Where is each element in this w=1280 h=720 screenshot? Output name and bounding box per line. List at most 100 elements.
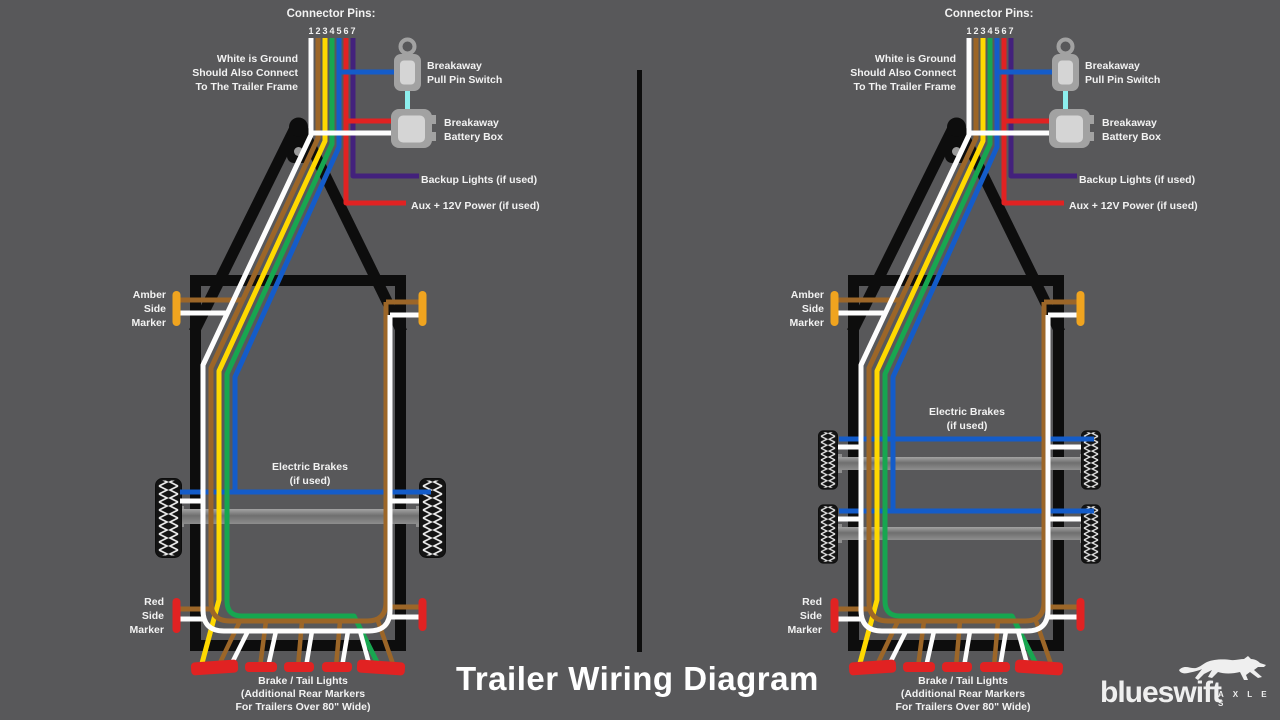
amber-marker-label-line2: Side xyxy=(144,303,166,315)
tail-lights-label-line3: For Trailers Over 80" Wide) xyxy=(895,701,1030,713)
tail-lights-label-line1: Brake / Tail Lights xyxy=(918,675,1008,687)
wire-brown-light-fans xyxy=(215,620,397,668)
coupler-ball xyxy=(289,117,308,137)
amber-marker-label-line1: Amber xyxy=(133,289,166,301)
amber-marker-label-line3: Marker xyxy=(132,317,166,329)
wire-yellow-main xyxy=(198,38,328,668)
pull-pin-ring xyxy=(398,37,417,56)
center-divider xyxy=(637,70,642,652)
tail-light-right xyxy=(356,659,406,676)
axle-rear xyxy=(838,527,1084,540)
battery-label-line1: Breakaway xyxy=(1102,117,1157,129)
pull-pin-ring xyxy=(1056,37,1075,56)
red-marker-label-line1: Red xyxy=(144,596,164,608)
tail-lights-label-line1: Brake / Tail Lights xyxy=(258,675,348,687)
wire-purple-backup xyxy=(1008,38,1077,179)
connector-pins-heading: Connector Pins: xyxy=(287,8,376,20)
connector-pins-heading: Connector Pins: xyxy=(945,8,1034,20)
wire-blue-main xyxy=(890,38,1000,511)
ground-note-line2: Should Also Connect xyxy=(192,67,298,79)
pin-number-2: 2 xyxy=(973,26,978,36)
amber-side-marker-right xyxy=(1076,291,1085,326)
wire-green-main xyxy=(882,38,1040,668)
electric-brakes-label-line1: Electric Brakes xyxy=(272,461,348,473)
ground-note-line1: White is Ground xyxy=(217,53,298,65)
wire-white-main xyxy=(858,38,1051,634)
tail-lights-label-line2: (Additional Rear Markers xyxy=(241,688,365,700)
amber-side-marker-left xyxy=(830,291,839,326)
tail-lights-label-line3: For Trailers Over 80" Wide) xyxy=(235,701,370,713)
ground-note-line3: To The Trailer Frame xyxy=(195,81,298,93)
electric-brakes-label-line1: Electric Brakes xyxy=(929,406,1005,418)
tail-light-left xyxy=(190,659,239,676)
pin-number-4: 4 xyxy=(329,26,334,36)
pull-pin-switch-face xyxy=(1058,60,1073,85)
battery-tab-bottom xyxy=(429,132,436,141)
tail-lights-label-line2: (Additional Rear Markers xyxy=(901,688,1025,700)
amber-side-marker-left xyxy=(172,291,181,326)
axle-front xyxy=(838,457,1084,470)
pin-number-1: 1 xyxy=(966,26,971,36)
battery-label-line2: Battery Box xyxy=(444,131,503,143)
rear-marker-2 xyxy=(284,662,314,672)
tire-left xyxy=(155,478,182,558)
rear-marker-1 xyxy=(245,662,277,672)
pin-number-7: 7 xyxy=(1008,26,1013,36)
single-axle-trailer-diagram: Connector Pins: 1 2 3 4 5 6 7 White is G… xyxy=(130,8,540,713)
red-marker-label-line3: Marker xyxy=(788,624,822,636)
battery-label-line1: Breakaway xyxy=(444,117,499,129)
tail-light-left xyxy=(848,659,897,676)
wire-yellow-main xyxy=(856,38,986,668)
pin-number-7: 7 xyxy=(350,26,355,36)
aux-power-label: Aux + 12V Power (if used) xyxy=(411,200,540,212)
tire-rear-left xyxy=(818,504,838,564)
pin-number-3: 3 xyxy=(980,26,985,36)
pin-number-5: 5 xyxy=(994,26,999,36)
axle xyxy=(180,509,420,524)
pin-number-6: 6 xyxy=(343,26,348,36)
pin-number-5: 5 xyxy=(336,26,341,36)
wire-white-light-fans xyxy=(227,629,373,669)
pin-number-4: 4 xyxy=(987,26,992,36)
wire-brown-light-fans xyxy=(873,620,1055,668)
pin-number-2: 2 xyxy=(315,26,320,36)
red-side-marker-right xyxy=(1076,598,1085,631)
wire-blue-main xyxy=(232,38,342,492)
wire-red-aux xyxy=(1001,38,1064,206)
pull-pin-label-line1: Breakaway xyxy=(427,60,482,72)
pin-number-6: 6 xyxy=(1001,26,1006,36)
tire-rear-right xyxy=(1081,504,1101,564)
amber-side-marker-right xyxy=(418,291,427,326)
battery-box-face xyxy=(398,115,425,143)
wire-purple-backup xyxy=(350,38,419,179)
wire-white-light-fans xyxy=(885,629,1031,669)
electric-brakes-label-line2: (if used) xyxy=(947,420,988,432)
tail-light-right xyxy=(1014,659,1064,676)
battery-label-line2: Battery Box xyxy=(1102,131,1161,143)
battery-tab-top xyxy=(429,115,436,124)
wire-green-main xyxy=(224,38,382,668)
red-marker-label-line2: Side xyxy=(142,610,164,622)
battery-tab-bottom xyxy=(1087,132,1094,141)
amber-marker-label-line1: Amber xyxy=(791,289,824,301)
cheetah-icon xyxy=(1179,656,1266,680)
page-title: Trailer Wiring Diagram xyxy=(456,660,819,697)
battery-box-face xyxy=(1056,115,1083,143)
amber-marker-label-line2: Side xyxy=(802,303,824,315)
tandem-axle-trailer-diagram: Connector Pins: 1 2 3 4 5 6 7 White is G… xyxy=(788,8,1198,713)
rear-marker-3 xyxy=(322,662,352,672)
tongue-right-beam xyxy=(956,127,1065,335)
ground-note-line1: White is Ground xyxy=(875,53,956,65)
tongue-right-beam xyxy=(298,127,407,335)
red-side-marker-left xyxy=(172,598,181,633)
wire-white-tire-grounds xyxy=(838,444,1081,522)
wire-brown-main xyxy=(208,38,389,624)
amber-marker-label-line3: Marker xyxy=(790,317,824,329)
electric-brakes-label-line2: (if used) xyxy=(290,475,331,487)
backup-lights-label: Backup Lights (if used) xyxy=(1079,174,1195,186)
pull-pin-label-line2: Pull Pin Switch xyxy=(1085,74,1160,86)
brand-wordmark: blueswift xyxy=(1100,676,1222,709)
rear-marker-1 xyxy=(903,662,935,672)
